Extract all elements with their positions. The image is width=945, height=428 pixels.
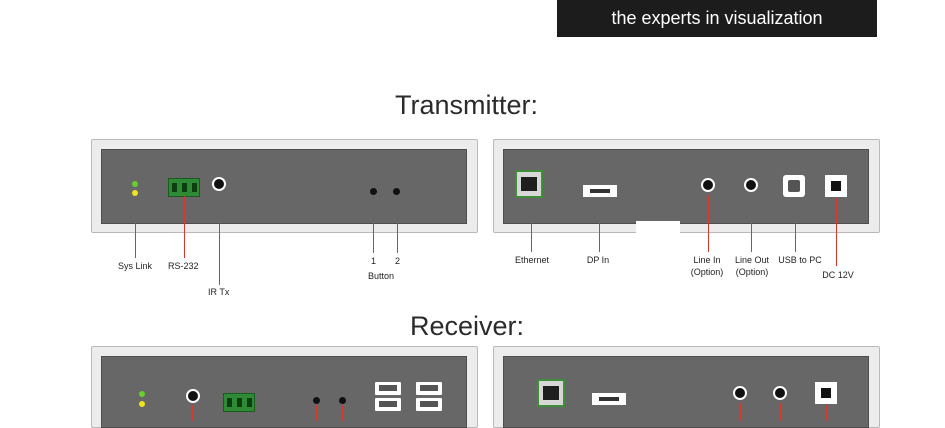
receiver-button-2 xyxy=(339,397,346,404)
receiver-leader-7 xyxy=(826,405,827,421)
usb-to-pc-port xyxy=(783,175,805,197)
leader-usb xyxy=(795,198,796,252)
leader-rs232 xyxy=(184,196,185,258)
leader-line-out xyxy=(751,195,752,252)
dc-12v-jack xyxy=(825,175,847,197)
line-out-jack xyxy=(744,178,758,192)
receiver-line-out-jack xyxy=(773,386,787,400)
receiver-led-green xyxy=(139,391,145,397)
label-button-1: 1 xyxy=(371,256,377,266)
receiver-usb-a-port-2 xyxy=(416,382,442,395)
button-2 xyxy=(393,188,400,195)
label-usb-to-pc: USB to PC xyxy=(778,255,822,265)
label-sys-link: Sys Link xyxy=(118,261,153,271)
label-line-out: Line Out xyxy=(734,255,770,265)
ir-tx-jack xyxy=(212,177,226,191)
label-rs232: RS-232 xyxy=(168,261,199,271)
receiver-front-face xyxy=(101,356,467,428)
receiver-button-1 xyxy=(313,397,320,404)
receiver-ethernet-port xyxy=(537,379,565,407)
receiver-leader-1 xyxy=(141,410,142,421)
receiver-rs232-terminal xyxy=(223,393,255,412)
leader-button-1 xyxy=(373,195,374,253)
label-ethernet: Ethernet xyxy=(514,255,550,265)
receiver-dc-jack xyxy=(815,382,837,404)
label-ir-tx: IR Tx xyxy=(208,287,230,297)
leader-ir-tx xyxy=(219,193,220,285)
receiver-dp-port xyxy=(592,393,626,405)
leader-dc xyxy=(836,198,837,266)
button-1 xyxy=(370,188,377,195)
receiver-ir-jack xyxy=(186,389,200,403)
leader-sys-link xyxy=(135,196,136,258)
label-button-2: 2 xyxy=(395,256,401,266)
receiver-leader-6 xyxy=(780,403,781,421)
receiver-front-panel xyxy=(91,346,478,428)
leader-button-2 xyxy=(397,195,398,253)
receiver-line-in-jack xyxy=(733,386,747,400)
sys-led-green xyxy=(132,181,138,187)
leader-dp-in xyxy=(599,197,600,252)
label-line-in: Line In xyxy=(693,255,721,265)
transmitter-front-panel xyxy=(91,139,478,233)
dp-in-port xyxy=(583,185,617,197)
receiver-title: Receiver: xyxy=(410,311,525,341)
leader-line-in xyxy=(708,195,709,252)
transmitter-front-face xyxy=(101,149,467,224)
receiver-leader-2 xyxy=(192,405,193,421)
brand-tagline: the experts in visualization xyxy=(611,8,823,28)
ethernet-port xyxy=(515,170,543,198)
label-dp-in: DP In xyxy=(586,255,610,265)
transmitter-rear-panel xyxy=(493,139,880,233)
leader-ethernet xyxy=(531,199,532,252)
label-button: Button xyxy=(368,271,395,281)
label-dc-12v: DC 12V xyxy=(822,270,854,280)
rs232-terminal xyxy=(168,178,200,197)
transmitter-title: Transmitter: xyxy=(395,90,539,120)
receiver-usb-a-port-1 xyxy=(375,382,401,395)
label-line-in-option: (Option) xyxy=(690,267,724,277)
label-line-out-option: (Option) xyxy=(735,267,769,277)
brand-banner: the experts in visualization xyxy=(557,0,877,37)
rear-panel-gap xyxy=(636,221,680,233)
receiver-leader-5 xyxy=(740,403,741,421)
transmitter-rear-face xyxy=(503,149,869,224)
receiver-led-yellow xyxy=(139,401,145,407)
line-in-jack xyxy=(701,178,715,192)
receiver-leader-3 xyxy=(316,405,317,421)
receiver-usb-a-port-4 xyxy=(416,398,442,411)
link-led-yellow xyxy=(132,190,138,196)
receiver-leader-4 xyxy=(342,405,343,421)
receiver-usb-a-port-3 xyxy=(375,398,401,411)
